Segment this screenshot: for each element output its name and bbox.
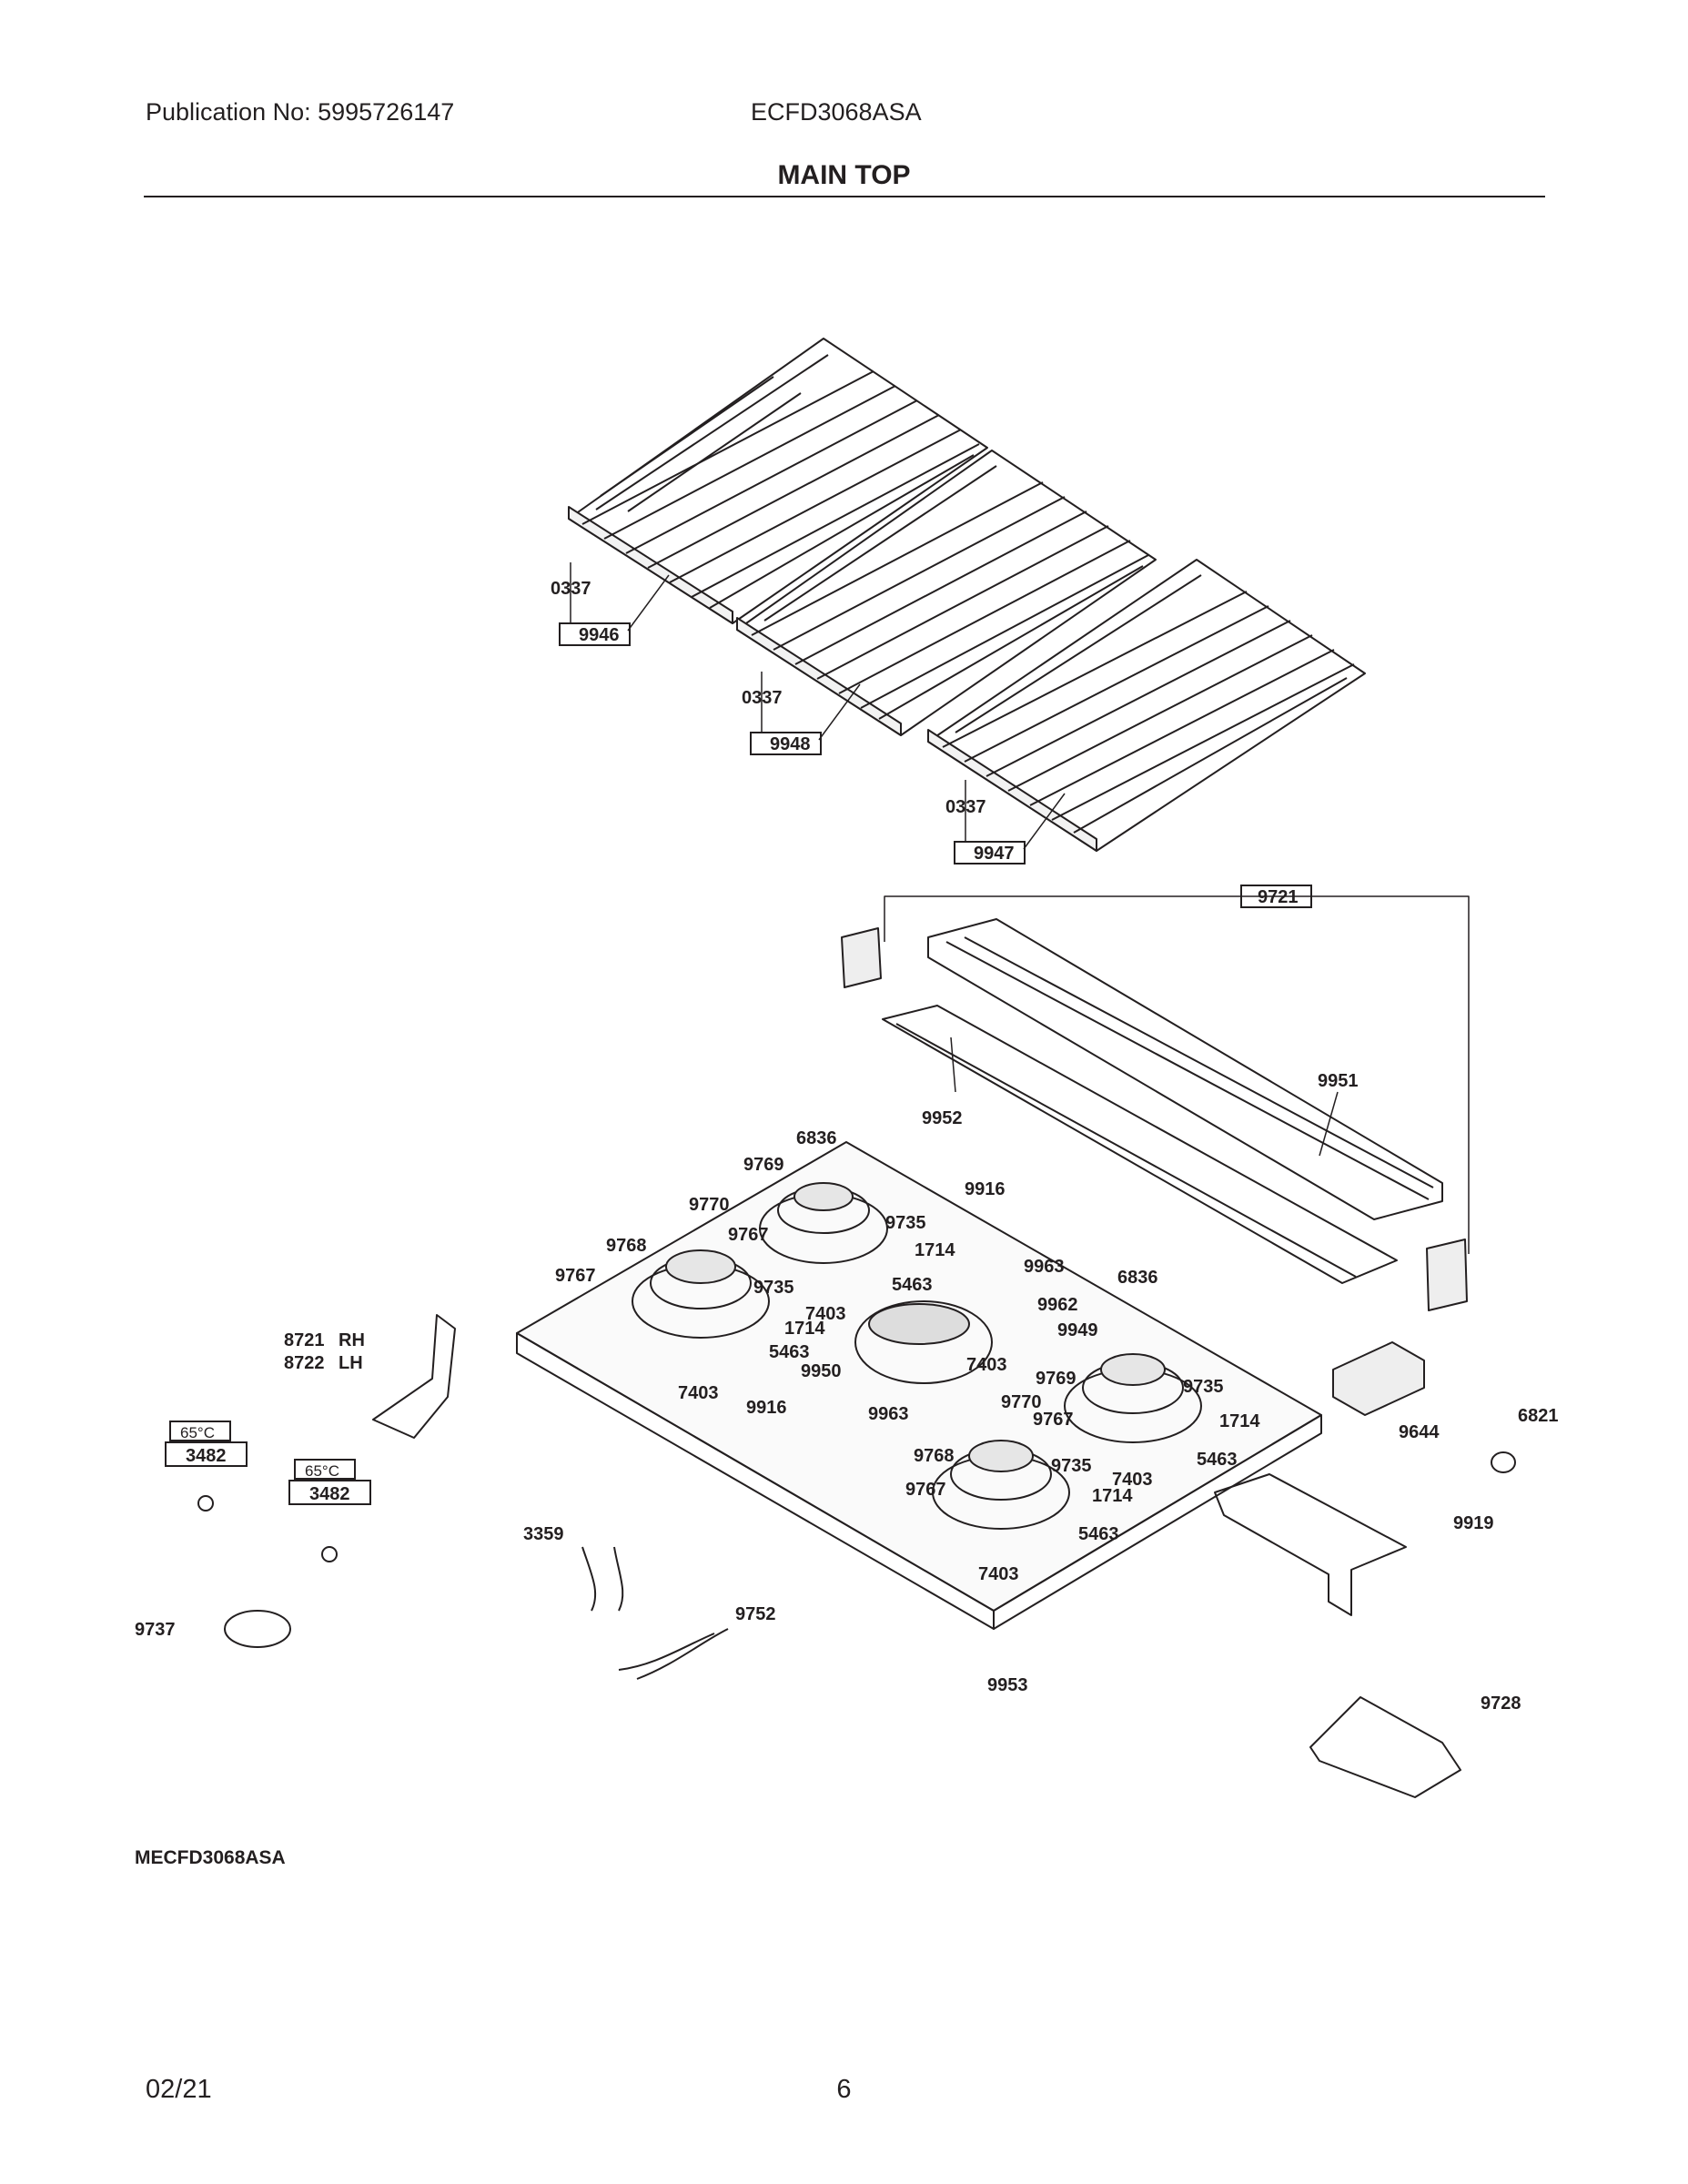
model-number: ECFD3068ASA [751,98,922,126]
callout-7403: 7403 [978,1564,1019,1584]
callout-3482: 3482 [309,1484,350,1504]
thermostat-left [197,1495,214,1512]
callout-9946: 9946 [579,625,620,645]
callout-9962: 9962 [1037,1295,1078,1315]
thermostat-right [321,1546,338,1562]
section-title: MAIN TOP [777,160,911,190]
oval-burner [854,1300,993,1384]
callout-5463: 5463 [892,1275,933,1295]
callout-7403: 7403 [678,1383,719,1403]
callout-6821: 6821 [1518,1406,1559,1426]
callout-1714: 1714 [784,1319,825,1339]
callout-1714: 1714 [915,1240,955,1260]
callout-9768: 9768 [606,1236,647,1256]
back-trim [927,918,1443,1220]
callout-9963: 9963 [868,1404,909,1424]
callout-9767: 9767 [555,1266,596,1286]
callout-9767: 9767 [1033,1410,1074,1430]
callout-9770: 9770 [1001,1392,1042,1412]
callout-9916: 9916 [746,1398,787,1418]
callout-9963: 9963 [1024,1257,1065,1277]
callout-9737: 9737 [135,1620,176,1640]
grate-left [568,338,988,624]
grate-center [736,450,1157,736]
callout-7403: 7403 [1112,1470,1153,1490]
callout-9770: 9770 [689,1195,730,1215]
callout-5463: 5463 [769,1342,810,1362]
callout-3359: 3359 [523,1524,564,1544]
callout-9735: 9735 [753,1278,794,1298]
callout-9919: 9919 [1453,1513,1494,1533]
temp-65c: 65°C [180,1424,215,1441]
callout-5463: 5463 [1197,1450,1238,1470]
publication-number: Publication No: 5995726147 [146,98,455,126]
page-number: 6 [836,2075,852,2104]
callout-8721-suffix: RH [339,1330,365,1350]
callout-9949: 9949 [1057,1320,1098,1340]
callout-9953: 9953 [987,1675,1028,1695]
callout-1714: 1714 [1092,1486,1133,1506]
burner-left-front [632,1249,770,1339]
end-cap-right [1426,1239,1468,1311]
bracket-8721 [372,1314,456,1439]
callout-9948: 9948 [770,734,811,754]
callout-9951: 9951 [1318,1071,1359,1091]
callout-8721: 8721 [284,1330,325,1350]
bracket-9919 [1214,1473,1407,1616]
knob-6821 [1491,1451,1516,1473]
callout-9735: 9735 [885,1213,926,1233]
callout-9752: 9752 [735,1604,776,1624]
back-rail [882,1005,1398,1284]
harness-9752 [618,1628,729,1680]
callout-0337: 0337 [945,797,986,817]
callout-7403: 7403 [966,1355,1007,1375]
callout-0337: 0337 [742,688,783,708]
gasket-9737 [224,1610,291,1648]
callout-1714: 1714 [1219,1411,1260,1431]
callout-9952: 9952 [922,1108,963,1128]
callout-9735: 9735 [1051,1456,1092,1476]
callout-3482: 3482 [186,1446,227,1466]
callout-9769: 9769 [1036,1369,1076,1389]
end-cap-left [841,927,882,988]
callout-9916: 9916 [965,1179,1006,1199]
callout-6836: 6836 [796,1128,837,1148]
harness-3359 [581,1546,624,1612]
temp-65c: 65°C [305,1462,339,1480]
switch-block [1332,1341,1425,1416]
callout-6836: 6836 [1117,1268,1158,1288]
callout-9721: 9721 [1258,887,1299,907]
bracket-9728 [1309,1696,1461,1798]
publication-date: 02/21 [146,2075,212,2104]
burner-right-rear [1064,1353,1202,1443]
callout-9947: 9947 [974,844,1015,864]
callout-7403: 7403 [805,1304,846,1324]
callout-8722-suffix: LH [339,1353,363,1373]
burner-right-front [932,1440,1070,1530]
header-rule [144,196,1545,197]
callout-8722: 8722 [284,1353,325,1373]
grate-right [927,559,1366,852]
callout-5463: 5463 [1078,1524,1119,1544]
callout-9728: 9728 [1481,1694,1521,1714]
burner-left-rear [759,1182,888,1264]
callout-9769: 9769 [743,1155,784,1175]
callout-9767: 9767 [905,1480,946,1500]
callout-0337: 0337 [551,579,591,599]
callout-9768: 9768 [914,1446,955,1466]
diagram-code: MECFD3068ASA [135,1847,286,1868]
callout-9735: 9735 [1183,1377,1224,1397]
callout-9767: 9767 [728,1225,769,1245]
callout-9950: 9950 [801,1361,842,1381]
callout-9644: 9644 [1399,1422,1440,1442]
